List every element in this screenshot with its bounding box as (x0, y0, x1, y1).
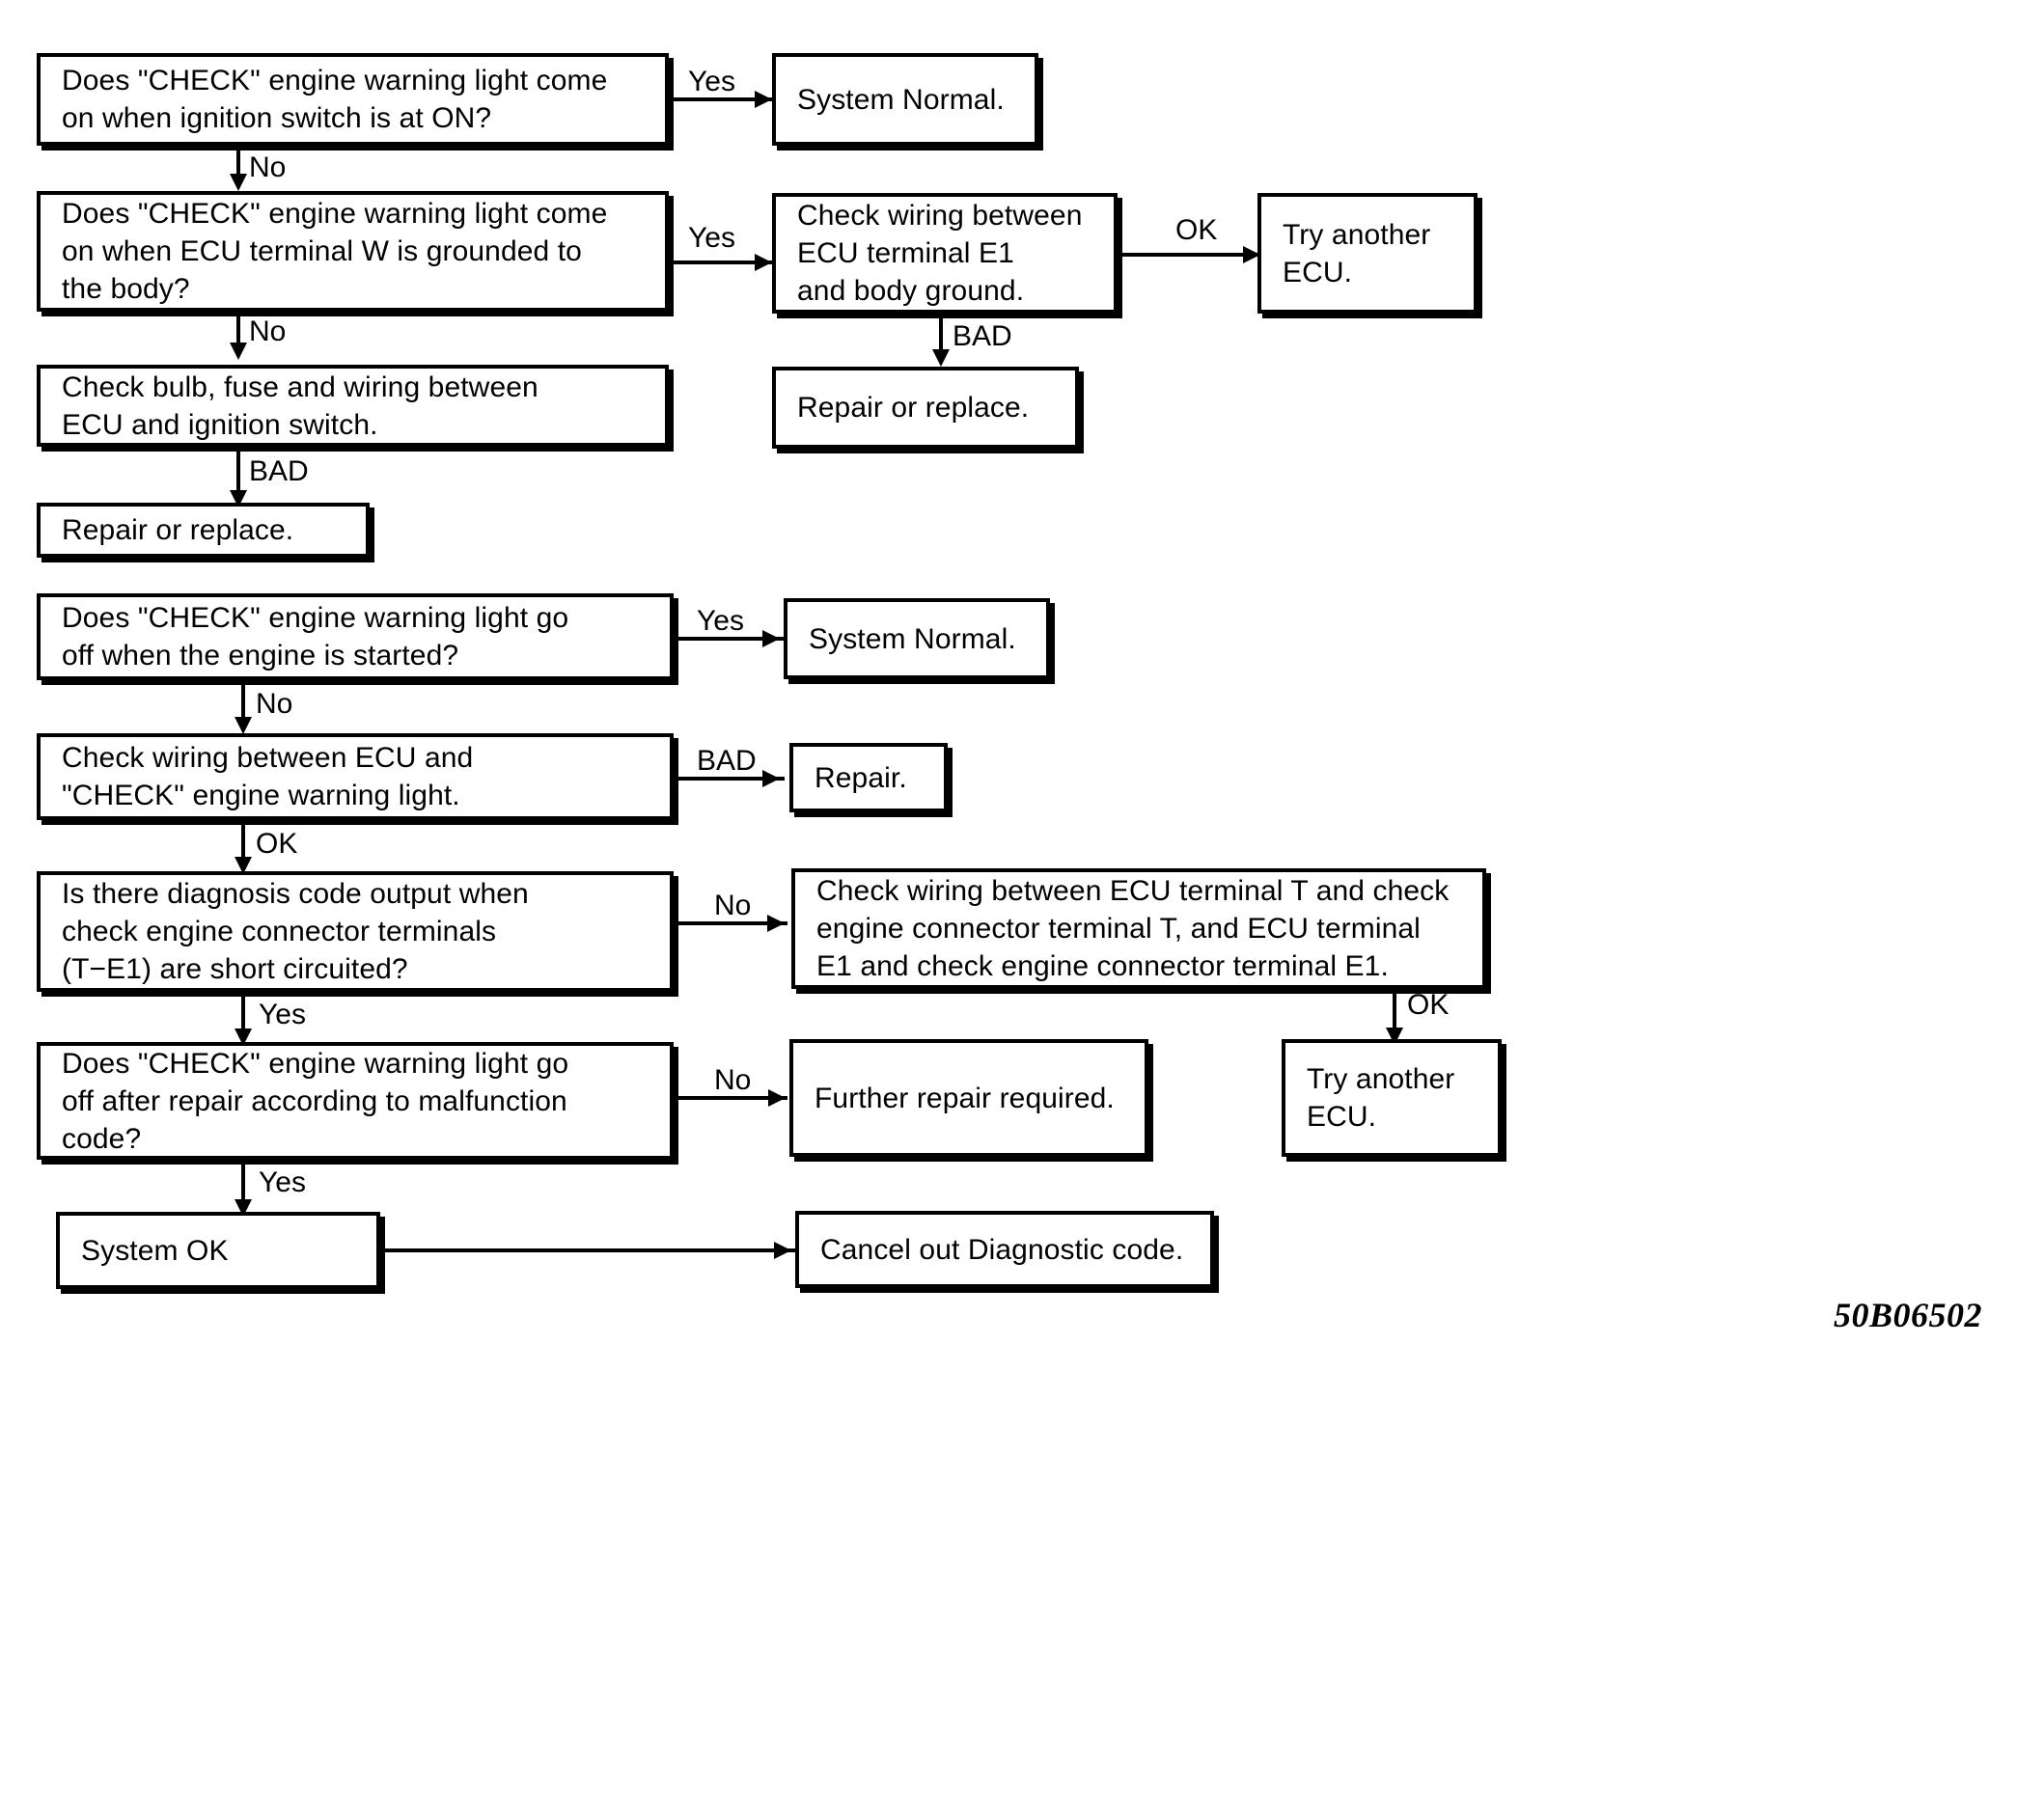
edge-q5-yes-label: Yes (259, 1166, 306, 1198)
edge-e1-bad-label: BAD (953, 320, 1012, 352)
edge-systemok-cancel-line (380, 1248, 795, 1252)
node-repair-or-replace-2-text: Repair or replace. (62, 514, 294, 546)
edge-e1-ok-arrowhead (1243, 246, 1260, 263)
node-system-ok: System OK (56, 1212, 380, 1289)
edge-q3-no-arrowhead (235, 717, 252, 734)
edge-q2-yes-arrowhead (755, 254, 772, 271)
edge-q1-no-label: No (249, 151, 287, 183)
node-check-wiring-t-e1-text: Check wiring between ECU terminal T and … (816, 875, 1450, 982)
node-system-normal-1: System Normal. (772, 53, 1038, 146)
node-q4-diagnosis-code-output: Is there diagnosis code output when chec… (37, 871, 674, 992)
node-q4-text: Is there diagnosis code output when chec… (62, 878, 529, 985)
edge-q3-yes-line (674, 637, 785, 641)
edge-q3-no-label: No (256, 688, 293, 720)
edge-e1-ok-label: OK (1175, 214, 1218, 246)
edge-q2-no-line (236, 312, 240, 352)
node-check-wiring-ecu-check-lamp: Check wiring between ECU and "CHECK" eng… (37, 733, 674, 820)
edge-q1-no-arrowhead (230, 174, 247, 191)
edge-wire-ok-line (241, 820, 245, 866)
edge-e1-ok-line (1118, 253, 1260, 257)
node-repair-or-replace-1: Repair or replace. (772, 367, 1079, 449)
edge-q4-no-label: No (714, 890, 752, 921)
edge-q2-no-label: No (249, 315, 287, 347)
node-check-wiring-ecu-e1-body-ground: Check wiring between ECU terminal E1 and… (772, 193, 1118, 314)
edge-q1-yes-line (669, 97, 777, 101)
node-q1-warning-light-on-ignition: Does "CHECK" engine warning light come o… (37, 53, 669, 146)
node-cancel-diagnostic-code-text: Cancel out Diagnostic code. (820, 1233, 1184, 1266)
edge-wire-bad-arrowhead (762, 770, 780, 787)
node-q2-warning-light-ecu-w-grounded: Does "CHECK" engine warning light come o… (37, 191, 669, 312)
edge-q4-no-line (674, 921, 787, 925)
edge-q4-yes-label: Yes (259, 999, 306, 1030)
edge-systemok-cancel-arrowhead (774, 1242, 791, 1259)
edge-q5-no-arrowhead (768, 1089, 786, 1107)
edge-q2-yes-line (669, 261, 777, 264)
node-try-another-ecu-1-text: Try another ECU. (1283, 218, 1431, 288)
edge-q4-yes-arrowhead (235, 1028, 252, 1046)
edge-wire-ok-arrowhead (235, 857, 252, 874)
node-further-repair-text: Further repair required. (815, 1082, 1115, 1114)
node-check-wiring-e1-text: Check wiring between ECU terminal E1 and… (797, 200, 1083, 307)
edge-q3-yes-arrowhead (762, 630, 780, 647)
node-q1-text: Does "CHECK" engine warning light come o… (62, 65, 608, 134)
edge-wire-bad-label: BAD (697, 745, 757, 777)
node-system-normal-2-text: System Normal. (809, 622, 1016, 655)
edge-q3-yes-label: Yes (697, 605, 744, 637)
edge-checkt-ok-line (1393, 989, 1396, 1039)
node-try-another-ecu-2-text: Try another ECU. (1307, 1063, 1455, 1133)
node-further-repair-required: Further repair required. (789, 1039, 1148, 1157)
node-repair-or-replace-2: Repair or replace. (37, 503, 370, 558)
node-check-bulb-fuse-wiring: Check bulb, fuse and wiring between ECU … (37, 365, 669, 447)
edge-q4-no-arrowhead (767, 915, 785, 932)
edge-q1-no-line (236, 146, 240, 181)
edge-q3-no-line (241, 680, 245, 727)
node-system-normal-1-text: System Normal. (797, 83, 1005, 116)
node-system-normal-2: System Normal. (784, 598, 1050, 679)
edge-q2-yes-label: Yes (688, 222, 735, 254)
node-repair-or-replace-1-text: Repair or replace. (797, 392, 1030, 424)
edge-q1-yes-label: Yes (688, 66, 735, 97)
edge-q5-no-line (674, 1096, 787, 1100)
edge-wire-bad-line (674, 777, 785, 781)
edge-q1-yes-arrowhead (755, 91, 772, 108)
edge-bulb-bad-line (236, 447, 240, 500)
node-try-another-ecu-2: Try another ECU. (1282, 1039, 1502, 1157)
figure-reference-code: 50B06502 (1834, 1296, 1983, 1334)
node-q5-warning-light-off-after-repair: Does "CHECK" engine warning light go off… (37, 1042, 674, 1160)
edge-checkt-ok-label: OK (1407, 989, 1450, 1021)
node-try-another-ecu-1: Try another ECU. (1257, 193, 1478, 314)
node-repair-text: Repair. (815, 761, 907, 794)
edge-q5-yes-line (241, 1160, 245, 1210)
node-q2-text: Does "CHECK" engine warning light come o… (62, 198, 608, 305)
edge-wire-ok-label: OK (256, 828, 298, 860)
edge-q2-no-arrowhead (230, 343, 247, 360)
node-q5-text: Does "CHECK" engine warning light go off… (62, 1047, 569, 1155)
node-check-wiring-lamp-text: Check wiring between ECU and "CHECK" eng… (62, 742, 474, 811)
node-q3-text: Does "CHECK" engine warning light go off… (62, 602, 569, 672)
edge-q5-no-label: No (714, 1064, 752, 1096)
node-check-bulb-text: Check bulb, fuse and wiring between ECU … (62, 370, 539, 441)
edge-e1-bad-arrowhead (932, 349, 950, 367)
edge-q4-yes-line (241, 992, 245, 1038)
node-system-ok-text: System OK (81, 1234, 229, 1267)
node-cancel-diagnostic-code: Cancel out Diagnostic code. (795, 1211, 1214, 1288)
edge-e1-bad-line (939, 314, 943, 359)
node-q3-warning-light-off-engine-started: Does "CHECK" engine warning light go off… (37, 593, 674, 680)
node-repair: Repair. (789, 743, 948, 812)
edge-bulb-bad-label: BAD (249, 455, 309, 487)
node-check-wiring-terminal-t-e1: Check wiring between ECU terminal T and … (791, 868, 1486, 989)
